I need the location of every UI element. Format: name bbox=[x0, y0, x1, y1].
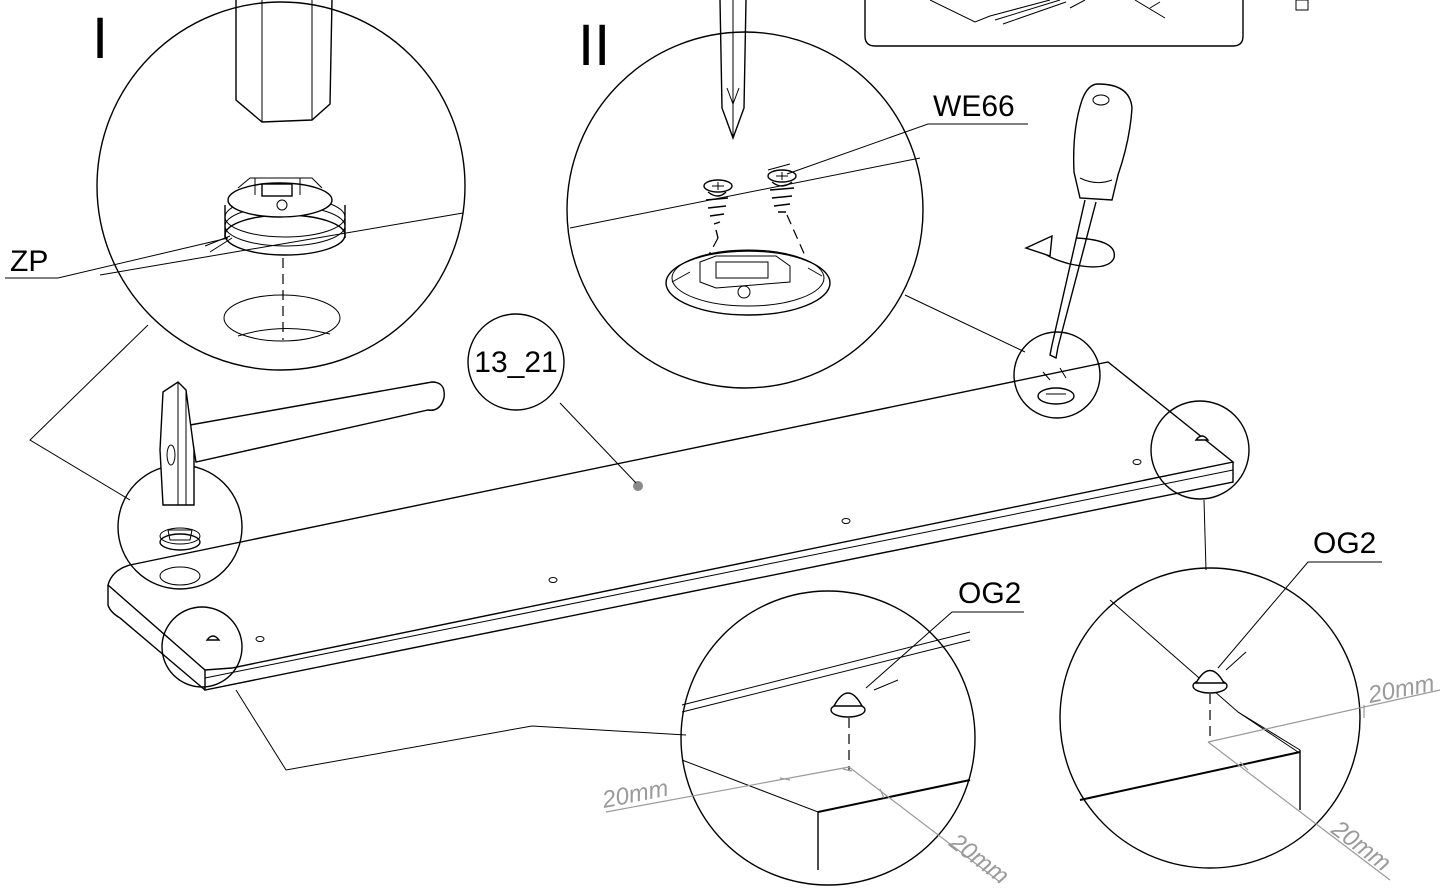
cam-fitting-zp bbox=[224, 177, 346, 256]
right-glide-callout-line bbox=[1203, 499, 1207, 571]
dim-left-side: 20mm bbox=[944, 828, 1014, 890]
screws-we66 bbox=[703, 169, 797, 239]
dim-right-front: 20mm bbox=[1365, 670, 1437, 709]
label-13-21: 13_21 bbox=[474, 346, 557, 379]
panel-13-21 bbox=[107, 361, 1235, 691]
panel-center-marker bbox=[633, 481, 643, 491]
step1-detail-circle bbox=[96, 0, 466, 371]
left-glide-callout-line bbox=[235, 689, 687, 771]
zp-callout: ZP bbox=[5, 235, 233, 279]
glide-detail-right: 20mm 20mm OG2 bbox=[1059, 527, 1441, 881]
hammer-icon bbox=[159, 381, 445, 551]
step-numeral-1: I bbox=[92, 6, 108, 71]
step-numeral-2: II bbox=[578, 13, 610, 78]
previous-step-inset bbox=[864, 0, 1309, 47]
we66-callout: WE66 bbox=[767, 90, 1028, 175]
screwdriver-icon bbox=[1024, 83, 1133, 405]
dim-right-side: 20mm bbox=[1326, 815, 1396, 877]
step2-detail-circle bbox=[566, 0, 924, 389]
label-zp: ZP bbox=[10, 245, 48, 278]
step2-callout-line bbox=[904, 294, 1026, 353]
step1-callout-lines bbox=[29, 324, 149, 501]
label-we66: WE66 bbox=[933, 90, 1015, 123]
label-og2-left: OG2 bbox=[958, 577, 1021, 610]
part-13-21-bubble: 13_21 bbox=[467, 313, 637, 484]
dim-left-front: 20mm bbox=[599, 775, 671, 814]
label-og2-right: OG2 bbox=[1313, 527, 1376, 560]
